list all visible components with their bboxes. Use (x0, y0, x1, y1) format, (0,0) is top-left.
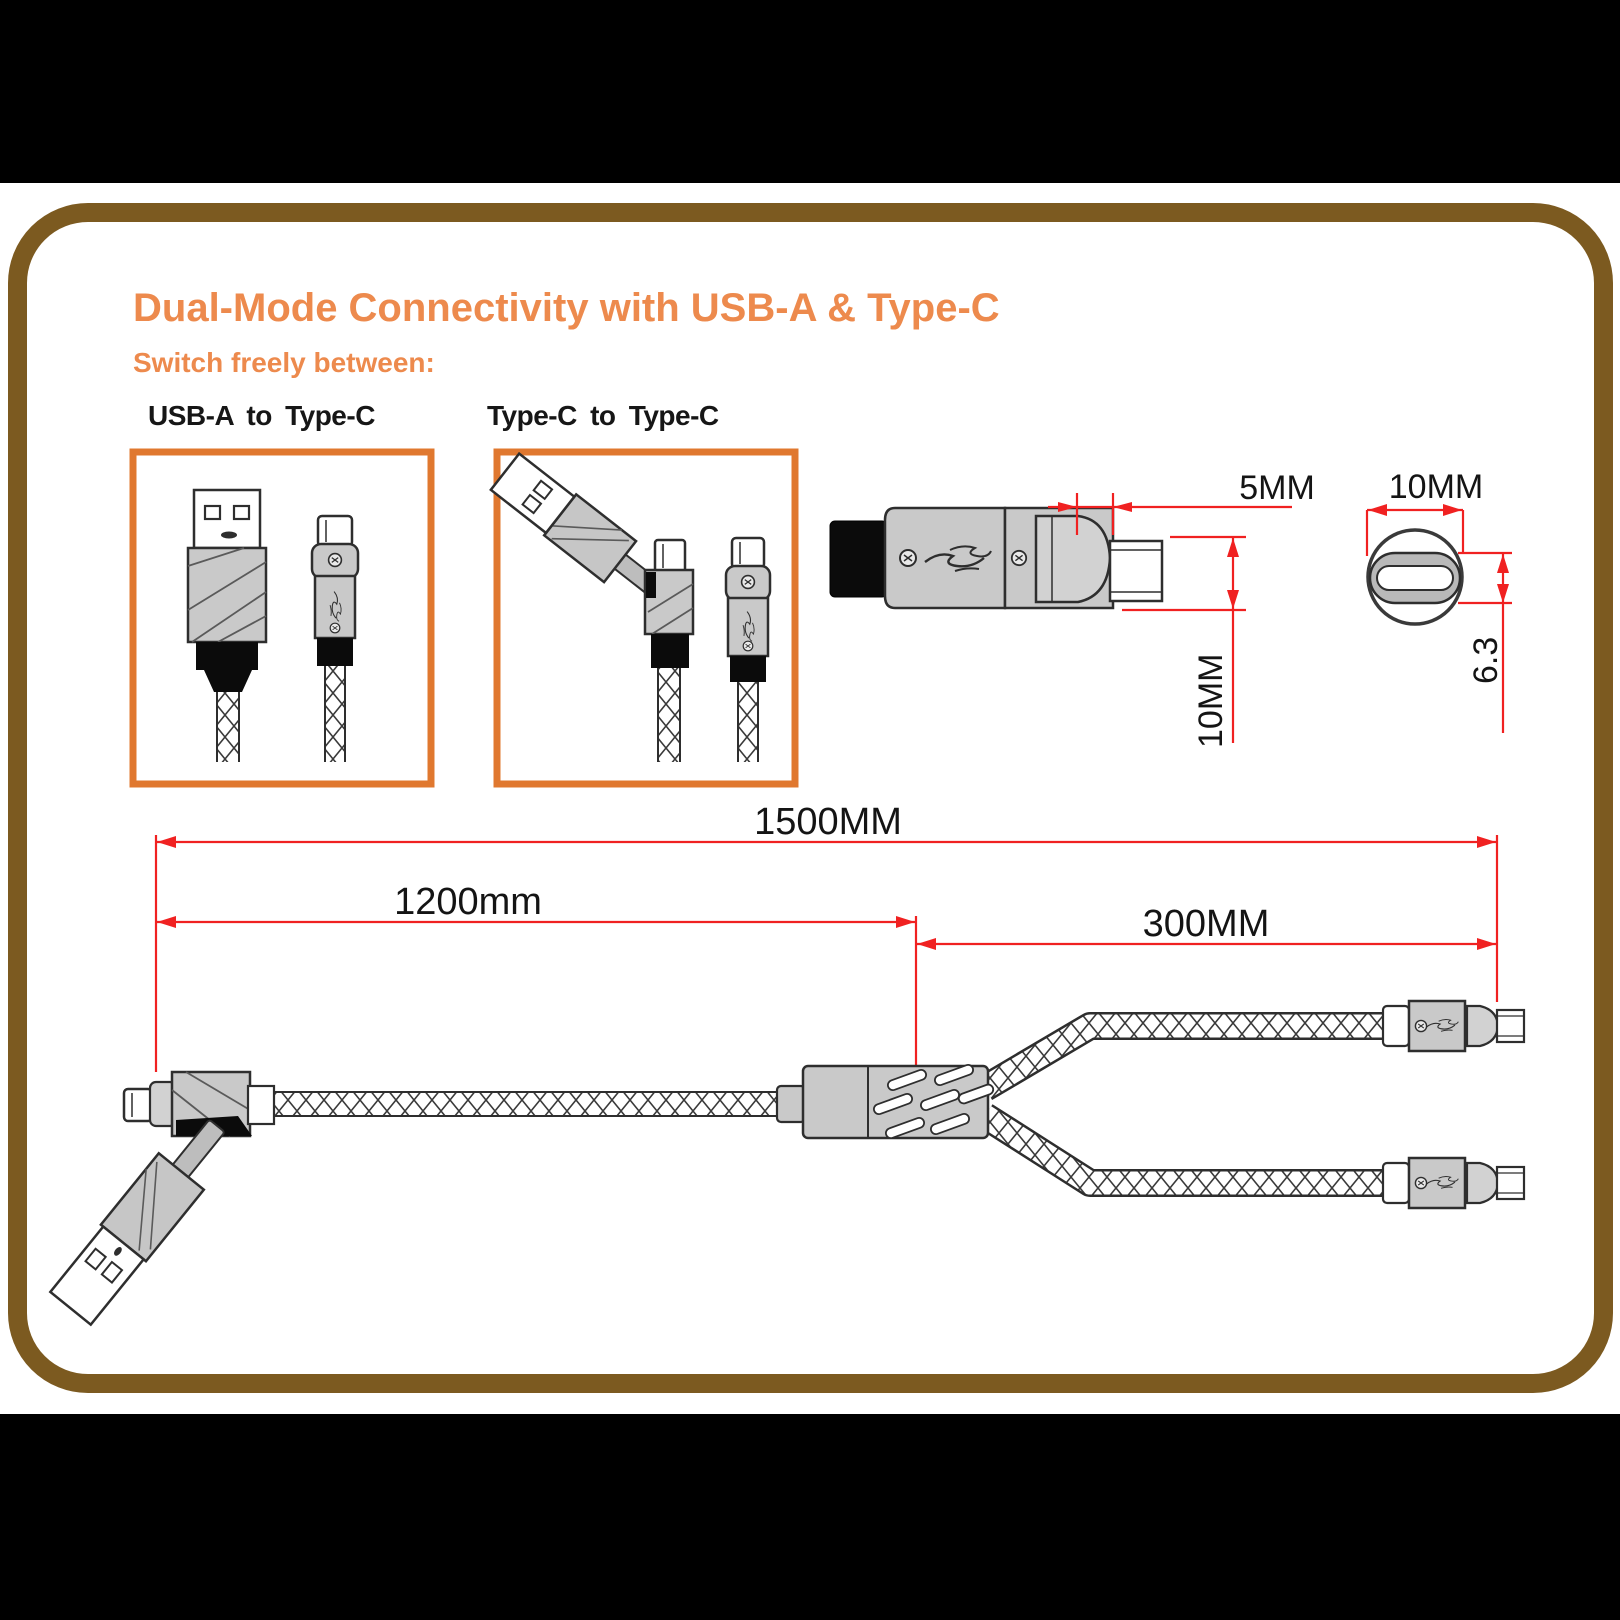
dim-main-segment-label: 1200mm (394, 881, 542, 923)
typec-connector-illustration (310, 514, 360, 762)
splitter-hub (775, 1063, 995, 1140)
cable-dimension-lines (154, 835, 1499, 1072)
dim-neck-length-label: 5MM (1239, 469, 1315, 507)
usba-boot (204, 670, 252, 692)
usba-connector-illustration (186, 488, 268, 762)
mode-label-usba-to-typec: USB-A to Type-C (148, 400, 375, 431)
side-view-connector (829, 506, 1164, 610)
page-subtitle: Switch freely between: (133, 347, 435, 378)
dim-plug-width-label: 10MM (1389, 468, 1483, 506)
typec-tip (316, 514, 354, 548)
flip-connector-illustration (489, 451, 695, 762)
flipped-usba-shell-open (48, 1119, 225, 1327)
cable-illustration (48, 999, 1526, 1327)
typec-boot (317, 638, 353, 666)
usba-plug (192, 488, 262, 550)
dim-plug-thickness-label: 6.3 (1467, 637, 1505, 684)
mode-label-typec-to-typec: Type-C to Type-C (487, 400, 719, 431)
dim-body-height-label: 10MM (1192, 654, 1230, 748)
page-title: Dual-Mode Connectivity with USB-A & Type… (133, 286, 1000, 330)
side-view-dimensions (1048, 493, 1292, 743)
cable-boot (829, 520, 888, 598)
usba-shell (186, 546, 268, 644)
dim-total-length-label: 1500MM (754, 801, 902, 843)
front-view-connector (1366, 528, 1464, 626)
braided-cable-branch-upper (979, 1014, 1385, 1098)
mode-box-typec-to-typec (493, 448, 799, 788)
typec-plug-tip (1108, 539, 1164, 603)
front-view-arrows (1368, 504, 1509, 603)
typec-connector-illustration-2 (724, 536, 772, 762)
content-panel (0, 183, 1620, 1414)
branch-connector-upper (1381, 999, 1526, 1053)
cable-dimension-arrows (157, 836, 1496, 950)
frame-border (8, 203, 1613, 1393)
dim-branch-segment-label: 300MM (1143, 903, 1270, 945)
side-view-arrows (1058, 502, 1239, 609)
branch-connector-lower (1381, 1156, 1526, 1210)
mode-box-usba-to-typec (129, 448, 435, 788)
braided-cable-branch-lower (978, 1106, 1385, 1195)
main-connector (48, 1070, 276, 1327)
flipped-usba-shell (489, 451, 661, 596)
